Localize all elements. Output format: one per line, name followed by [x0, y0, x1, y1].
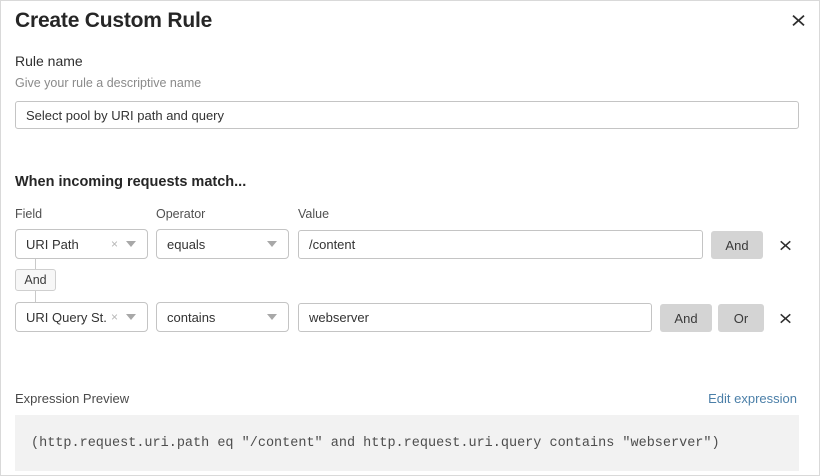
rule-name-label: Rule name: [15, 53, 83, 69]
column-label-field: Field: [15, 207, 43, 221]
rule-name-input[interactable]: [15, 101, 799, 129]
expression-preview-code: (http.request.uri.path eq "/content" and…: [31, 435, 720, 451]
row-2-operator-select[interactable]: contains: [156, 302, 289, 332]
clear-icon[interactable]: ×: [110, 310, 118, 324]
chevron-down-icon[interactable]: [126, 241, 136, 247]
clear-icon[interactable]: ×: [110, 237, 118, 251]
expression-preview-box: (http.request.uri.path eq "/content" and…: [15, 415, 799, 471]
dialog-title: Create Custom Rule: [15, 9, 213, 32]
row-2-delete-icon[interactable]: [775, 308, 795, 328]
chevron-down-icon[interactable]: [126, 314, 136, 320]
edit-expression-link[interactable]: Edit expression: [708, 391, 797, 406]
row-1-field-value: URI Path: [26, 236, 79, 252]
connector-line-bottom: [35, 291, 36, 302]
match-section-heading: When incoming requests match...: [15, 174, 247, 190]
chevron-down-icon[interactable]: [267, 314, 277, 320]
close-icon[interactable]: [785, 7, 811, 33]
row-2-or-button[interactable]: Or: [718, 304, 764, 332]
row-2-field-value: URI Query St...: [26, 309, 106, 325]
expression-preview-label: Expression Preview: [15, 391, 130, 406]
rule-name-help-text: Give your rule a descriptive name: [15, 76, 202, 90]
row-1-value-input[interactable]: [298, 230, 703, 259]
row-1-operator-value: equals: [167, 236, 206, 252]
row-2-and-button[interactable]: And: [660, 304, 712, 332]
row-1-field-select[interactable]: URI Path ×: [15, 229, 148, 259]
chevron-down-icon[interactable]: [267, 241, 277, 247]
column-label-operator: Operator: [156, 207, 206, 221]
row-1-delete-icon[interactable]: [775, 235, 795, 255]
row-2-value-input[interactable]: [298, 303, 652, 332]
connector-and-badge[interactable]: And: [15, 269, 56, 291]
row-1-operator-select[interactable]: equals: [156, 229, 289, 259]
connector-line-top: [35, 259, 36, 269]
row-2-operator-value: contains: [167, 309, 216, 325]
row-1-and-button[interactable]: And: [711, 231, 763, 259]
column-label-value: Value: [298, 207, 330, 221]
row-2-field-select[interactable]: URI Query St... ×: [15, 302, 148, 332]
